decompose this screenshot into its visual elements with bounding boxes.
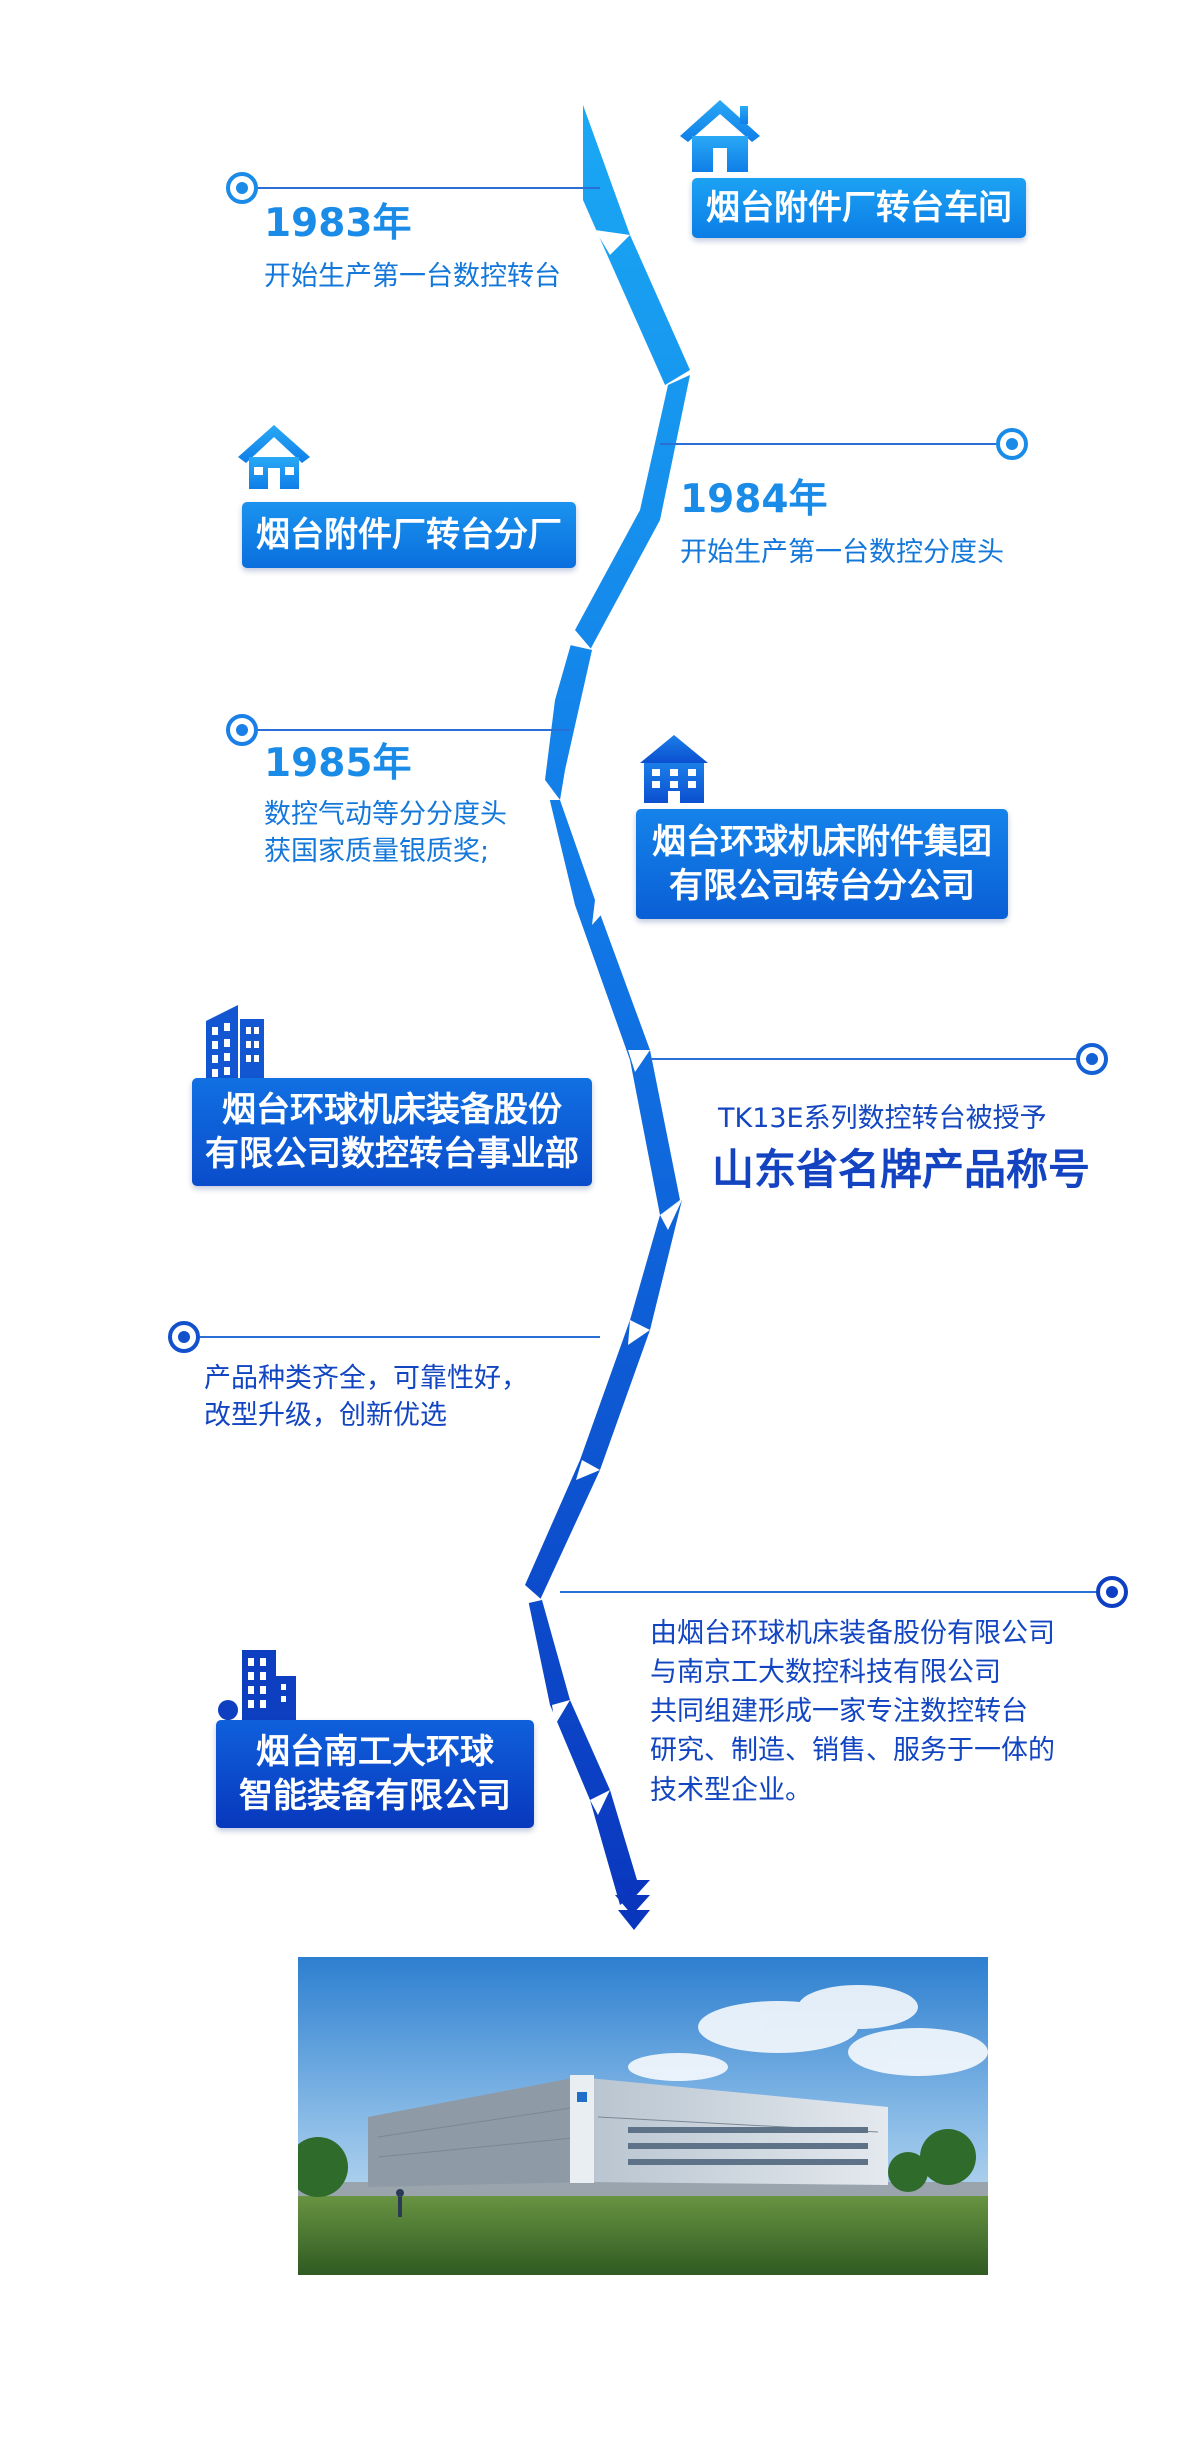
house-icon	[680, 100, 760, 172]
honor-title: 山东省名牌产品称号	[712, 1145, 1091, 1194]
unit-label-line: 智能装备有限公司	[239, 1776, 511, 1816]
unit-label-line: 有限公司数控转台事业部	[205, 1134, 579, 1174]
unit-label-line: 烟台附件厂转台分厂	[256, 514, 562, 555]
unit-label: 烟台南工大环球 智能装备有限公司	[216, 1720, 534, 1828]
description-line: 研究、制造、销售、服务于一体的	[650, 1735, 1055, 1767]
unit-label: 烟台环球机床装备股份 有限公司数控转台事业部	[192, 1078, 592, 1186]
milestone-year: 1985年	[264, 741, 412, 786]
unit-label: 烟台环球机床附件集团 有限公司转台分公司	[636, 809, 1008, 919]
milestone-description: 产品种类齐全，可靠性好， 改型升级，创新优选	[204, 1360, 528, 1435]
milestone-description: 开始生产第一台数控转台	[264, 258, 561, 295]
milestone-description: 由烟台环球机床装备股份有限公司 与南京工大数控科技有限公司 共同组建形成一家专注…	[650, 1614, 1055, 1810]
factory-building-image	[298, 1957, 988, 2275]
description-line: 开始生产第一台数控转台	[264, 261, 561, 292]
description-line: 技术型企业。	[650, 1774, 812, 1806]
unit-label: 烟台附件厂转台车间	[692, 178, 1026, 238]
timeline-dots	[168, 172, 1128, 1608]
unit-label-line: 有限公司转台分公司	[669, 866, 975, 906]
milestone-year: 1984年	[680, 477, 828, 522]
description-line: 开始生产第一台数控分度头	[680, 537, 1004, 568]
description-line: 共同组建形成一家专注数控转台	[650, 1696, 1028, 1728]
unit-label-line: 烟台环球机床附件集团	[652, 821, 992, 862]
office-building-icon	[640, 735, 708, 803]
description-line: 获国家质量银质奖;	[264, 836, 490, 868]
unit-label-line: 烟台附件厂转台车间	[706, 187, 1012, 228]
milestone-year: 1983年	[264, 201, 412, 246]
connector-lines	[184, 187, 1110, 1593]
description-line: 由烟台环球机床装备股份有限公司	[650, 1618, 1055, 1649]
unit-label-line: 烟台南工大环球	[256, 1731, 494, 1772]
unit-label-line: 烟台环球机床装备股份	[222, 1089, 562, 1130]
arrow-tail	[615, 1880, 650, 1930]
description-line: 与南京工大数控科技有限公司	[650, 1657, 1001, 1689]
description-line: 改型升级，创新优选	[204, 1400, 447, 1432]
unit-label: 烟台附件厂转台分厂	[242, 502, 576, 568]
description-line: 数控气动等分分度头	[264, 799, 507, 830]
house-icon	[238, 425, 310, 489]
milestone-description: 数控气动等分分度头 获国家质量银质奖;	[264, 796, 507, 871]
milestone-description: 开始生产第一台数控分度头	[680, 534, 1004, 571]
description-line: 产品种类齐全，可靠性好，	[204, 1363, 528, 1394]
honor-caption: TK13E系列数控转台被授予	[718, 1103, 1047, 1134]
arrow-notches	[520, 230, 682, 1815]
